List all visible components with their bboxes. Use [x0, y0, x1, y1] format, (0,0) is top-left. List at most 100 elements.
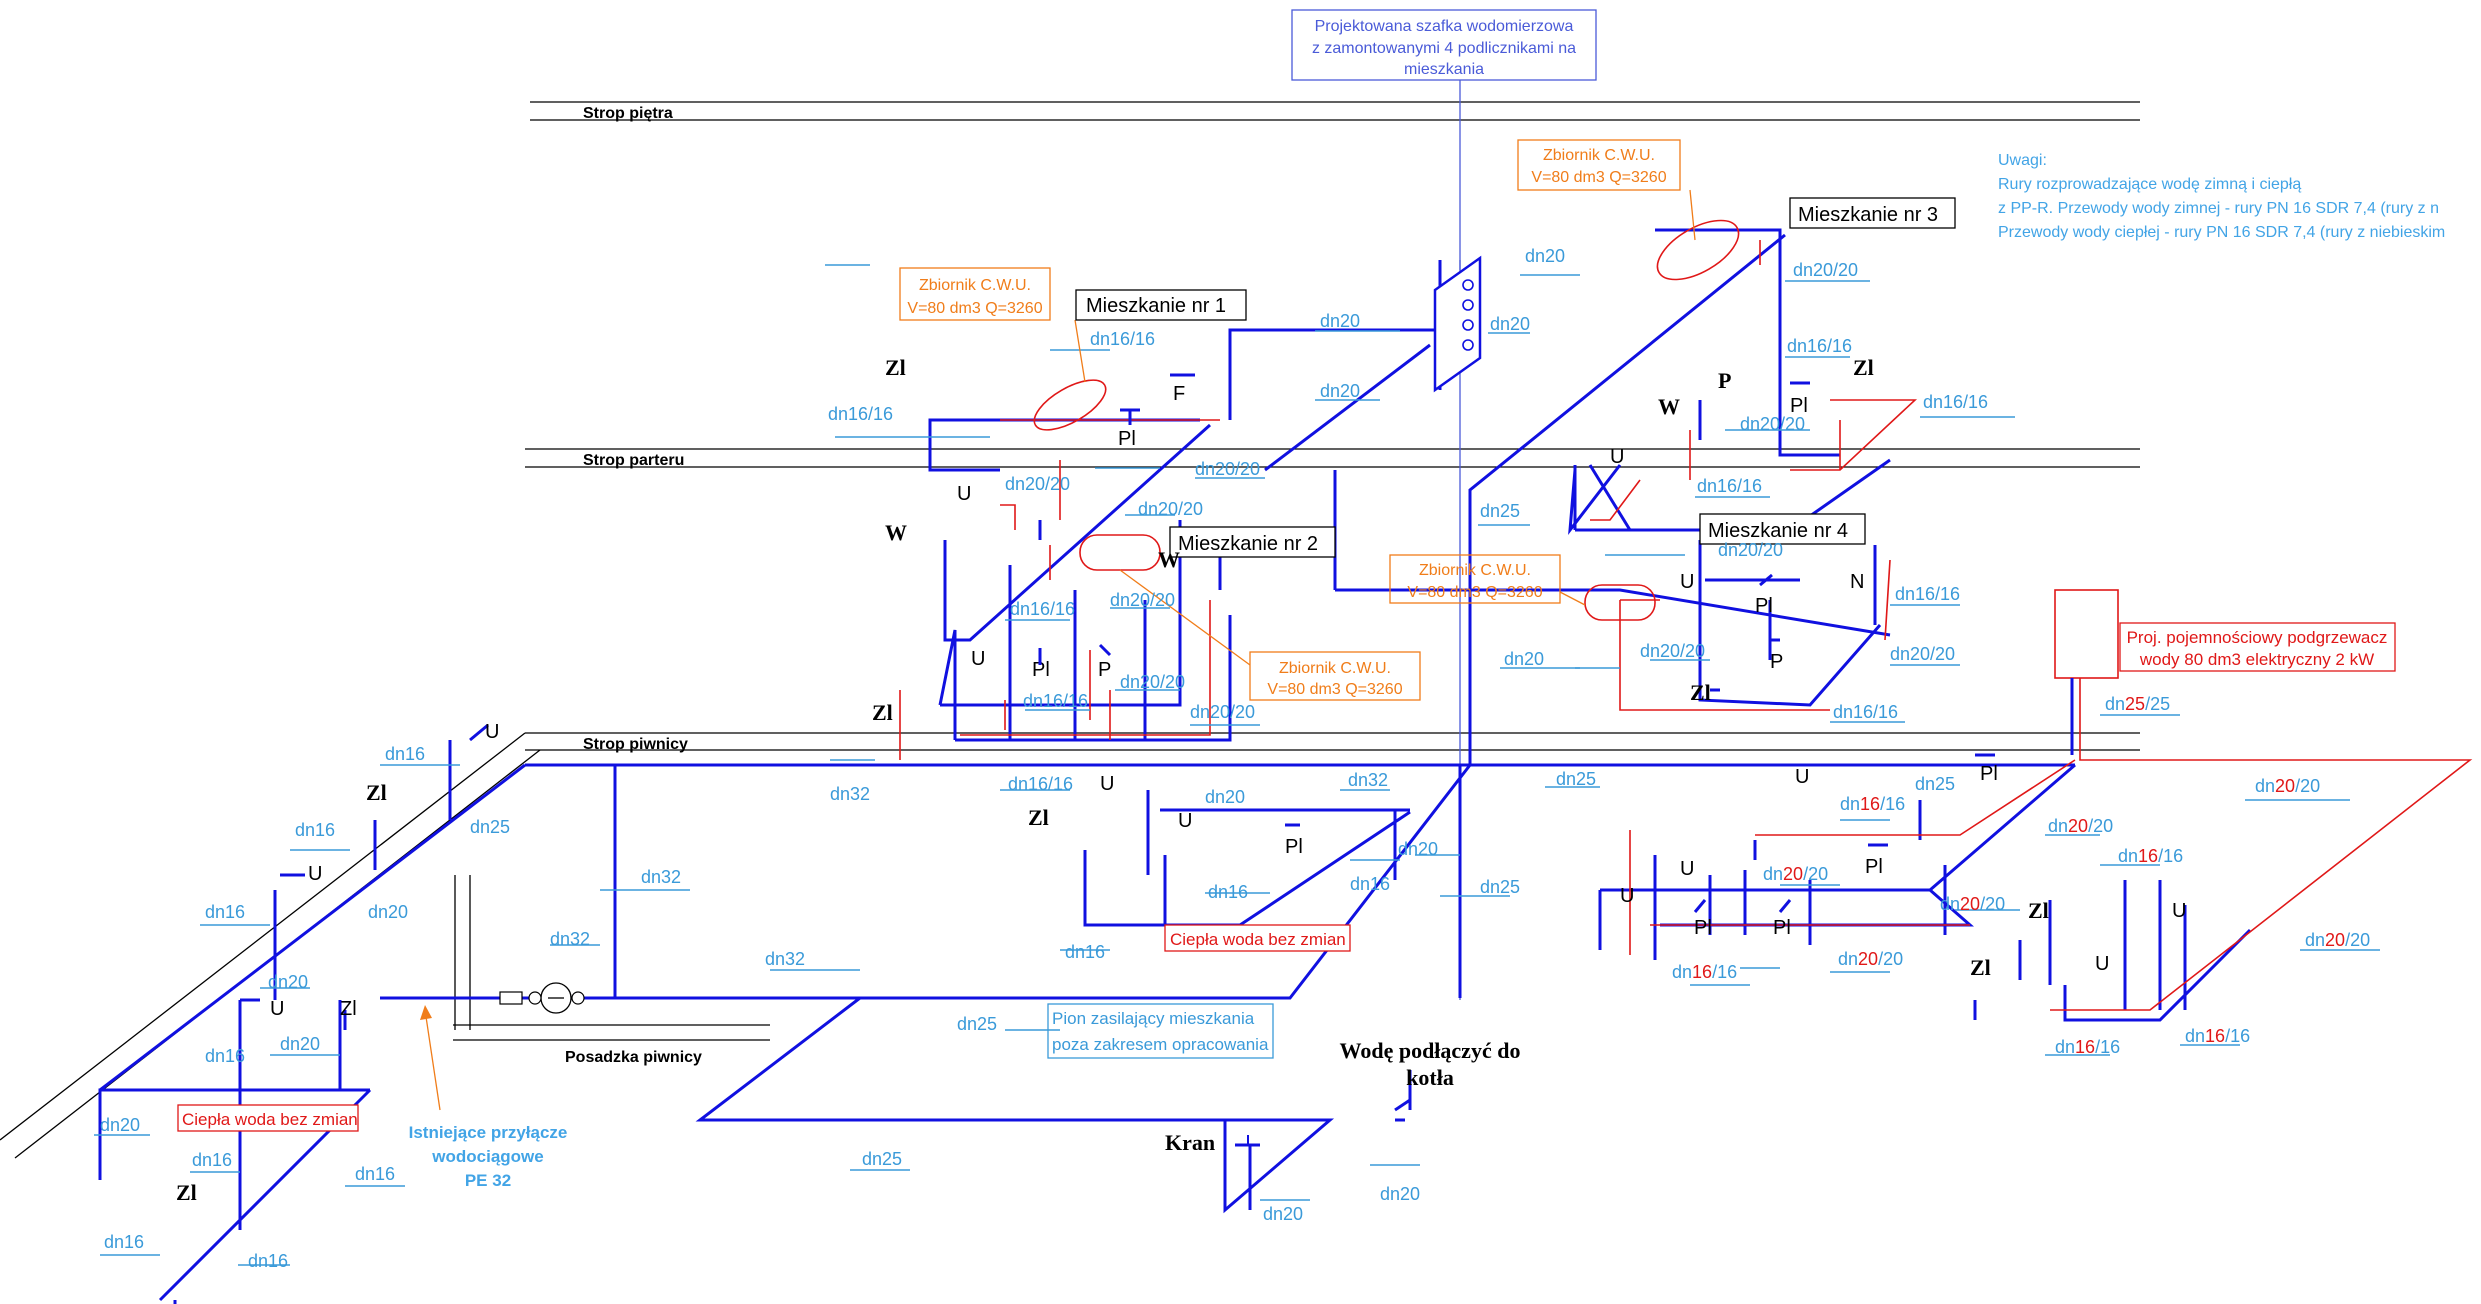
- fixture-pl: Pl: [1032, 659, 1050, 681]
- fixture-zl: Zl: [366, 780, 387, 805]
- dim-label: dn32: [1348, 770, 1388, 790]
- fixture-u: U: [971, 648, 985, 670]
- dim-dn: dn: [2185, 1026, 2205, 1046]
- dim-dn: dn: [2305, 930, 2325, 950]
- svg-text:dn20/20: dn20/20: [2255, 776, 2320, 796]
- svg-text:dn20/20: dn20/20: [2048, 816, 2113, 836]
- dim-size-slash: /20: [2088, 816, 2113, 836]
- dim-label: dn20: [100, 1115, 140, 1135]
- dim-label: dn16: [205, 1046, 245, 1066]
- dim-label: dn16: [1065, 942, 1105, 962]
- existing-connection-2: wodociągowe: [431, 1147, 543, 1166]
- fixture-pl: Pl: [1118, 428, 1136, 450]
- dim-label: dn20: [1320, 381, 1360, 401]
- riser-note-1: Pion zasilający mieszkania: [1052, 1009, 1255, 1028]
- dim-label: dn20: [368, 902, 408, 922]
- level-strop-pietra: Strop piętra: [583, 105, 673, 122]
- fixture-u: U: [957, 483, 971, 505]
- fixture-pl: Pl: [1980, 763, 1998, 785]
- electric-heater: Proj. pojemnościowy podgrzewacz wody 80 …: [2054, 589, 2396, 755]
- fixture-u: U: [1610, 446, 1624, 468]
- dim-label: dn20: [1490, 314, 1530, 334]
- level-posadzka-piwnicy: Posadzka piwnicy: [565, 1049, 702, 1066]
- connect-boiler-1: Wodę podłączyć do: [1340, 1038, 1521, 1063]
- fixture-zl: Zl: [176, 1180, 197, 1205]
- dim-dn: dn: [1940, 894, 1960, 914]
- existing-connection-1: Istniejące przyłącze: [409, 1123, 568, 1142]
- level-strop-piwnicy: Strop piwnicy: [583, 736, 688, 753]
- fixture-u: U: [485, 721, 499, 743]
- hot-water-pipes: [899, 240, 2473, 1011]
- fixture-zl: Zl: [1690, 680, 1711, 705]
- fixture-u: U: [270, 998, 284, 1020]
- dim-label: dn20/20: [1138, 499, 1203, 519]
- svg-text:dn20/20: dn20/20: [1940, 894, 2005, 914]
- dim-label: dn20/20: [1195, 459, 1260, 479]
- dim-label: dn16: [192, 1150, 232, 1170]
- fixture-zl: Zl: [1970, 955, 1991, 980]
- dim-label: dn20: [1525, 246, 1565, 266]
- tank-3-label: Zbiornik C.W.U.: [1543, 147, 1655, 164]
- fixture-p: P: [1770, 651, 1783, 673]
- dim-label: dn20: [1263, 1204, 1303, 1224]
- dim-label: dn25: [1915, 774, 1955, 794]
- dim-label: dn32: [641, 867, 681, 887]
- fixture-u: U: [1620, 885, 1634, 907]
- dim-label: dn25: [957, 1014, 997, 1034]
- dim-label: dn20/20: [1890, 644, 1955, 664]
- dim-label: dn20/20: [1005, 474, 1070, 494]
- fixture-u: U: [308, 863, 322, 885]
- notes-line-3: Przewody wody ciepłej - rury PN 16 SDR 7…: [1998, 224, 2445, 241]
- dim-label: dn16/16: [1023, 691, 1088, 711]
- room-label-m1: Mieszkanie nr 1: [1086, 295, 1226, 317]
- fixture-u: U: [1100, 773, 1114, 795]
- dim-size-slash: /25: [2145, 694, 2170, 714]
- dim-label: dn20/20: [1190, 702, 1255, 722]
- dim-dn: dn: [1763, 864, 1783, 884]
- dim-size-red: 16: [2205, 1026, 2225, 1046]
- svg-text:dn16/16: dn16/16: [1672, 962, 1737, 982]
- dim-size-red: 20: [2275, 776, 2295, 796]
- dim-size-slash: /16: [2225, 1026, 2250, 1046]
- valve-icons: [1038, 373, 1995, 913]
- dim-label: dn20: [1205, 787, 1245, 807]
- tank-1-spec: V=80 dm3 Q=3260: [907, 300, 1042, 317]
- dim-size-red: 20: [1783, 864, 1803, 884]
- tank-4-spec: V=80 dm3 Q=3260: [1407, 584, 1542, 601]
- dim-label: dn16/16: [1833, 702, 1898, 722]
- fixture-n: N: [1850, 571, 1864, 593]
- dim-dn: dn: [1838, 949, 1858, 969]
- svg-text:dn16/16: dn16/16: [2185, 1026, 2250, 1046]
- svg-text:dn25/25: dn25/25: [2105, 694, 2170, 714]
- dim-size-slash: /16: [1712, 962, 1737, 982]
- tank-2-label: Zbiornik C.W.U.: [1279, 660, 1391, 677]
- meter-cabinet: [1433, 255, 1482, 393]
- kran-valve-icon: [1235, 1135, 1260, 1147]
- dim-label: dn16: [355, 1164, 395, 1184]
- dim-label: dn20: [1380, 1184, 1420, 1204]
- fixture-pl: Pl: [1790, 395, 1808, 417]
- dim-size-slash: /20: [2345, 930, 2370, 950]
- notes-title: Uwagi:: [1998, 152, 2047, 169]
- tank-2-spec: V=80 dm3 Q=3260: [1267, 681, 1402, 698]
- dim-dn: dn: [1672, 962, 1692, 982]
- dim-size-red: 16: [2138, 846, 2158, 866]
- dim-label: dn25: [1480, 501, 1520, 521]
- connect-boiler-2: kotła: [1406, 1065, 1454, 1090]
- dim-label: dn16: [1208, 882, 1248, 902]
- riser-note-2: poza zakresem opracowania: [1052, 1035, 1269, 1054]
- level-strop-parteru: Strop parteru: [583, 452, 684, 469]
- fixture-p: P: [1098, 659, 1111, 681]
- fixture-f: F: [1173, 383, 1185, 405]
- fixture-zl: Zl: [2028, 898, 2049, 923]
- svg-text:dn20/20: dn20/20: [1838, 949, 1903, 969]
- notes: Uwagi: Rury rozprowadzające wodę zimną i…: [1998, 152, 2445, 241]
- fixture-u: U: [2172, 900, 2186, 922]
- dim-label: dn32: [765, 949, 805, 969]
- notes-line-1: Rury rozprowadzające wodę zimną i ciepłą: [1998, 176, 2301, 193]
- fixture-w: W: [885, 520, 907, 545]
- dim-label: dn16: [295, 820, 335, 840]
- dim-size-slash: /20: [1980, 894, 2005, 914]
- dim-size-red: 20: [2325, 930, 2345, 950]
